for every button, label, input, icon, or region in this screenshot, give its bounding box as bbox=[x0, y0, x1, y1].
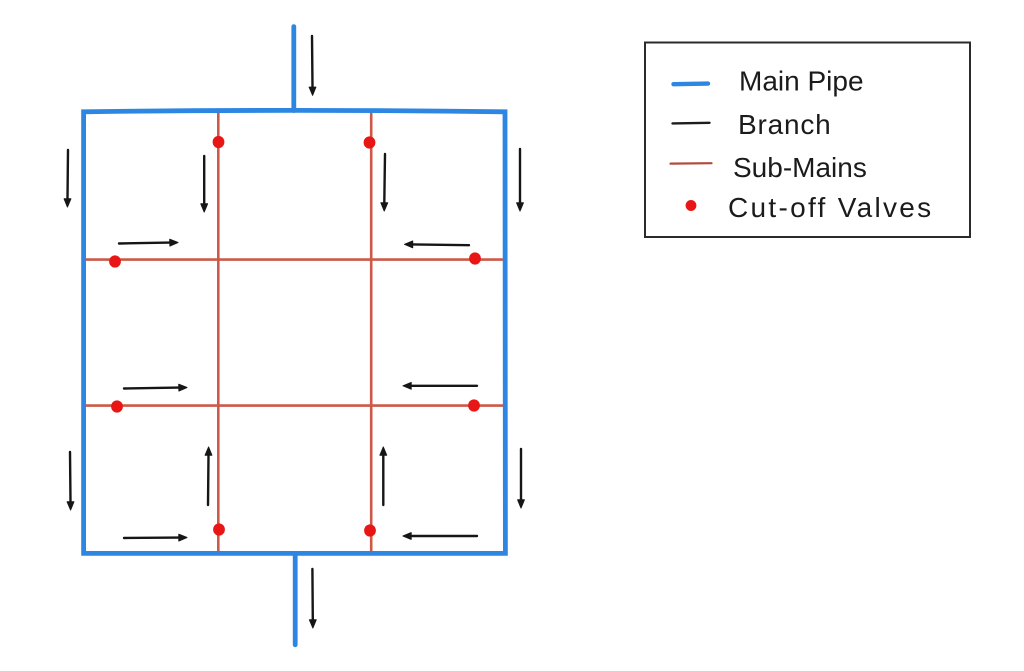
svg-text:Branch: Branch bbox=[738, 109, 832, 140]
svg-text:Cut-off Valves: Cut-off Valves bbox=[728, 192, 933, 223]
svg-text:Sub-Mains: Sub-Mains bbox=[733, 152, 867, 183]
svg-text:Main Pipe: Main Pipe bbox=[739, 66, 864, 97]
